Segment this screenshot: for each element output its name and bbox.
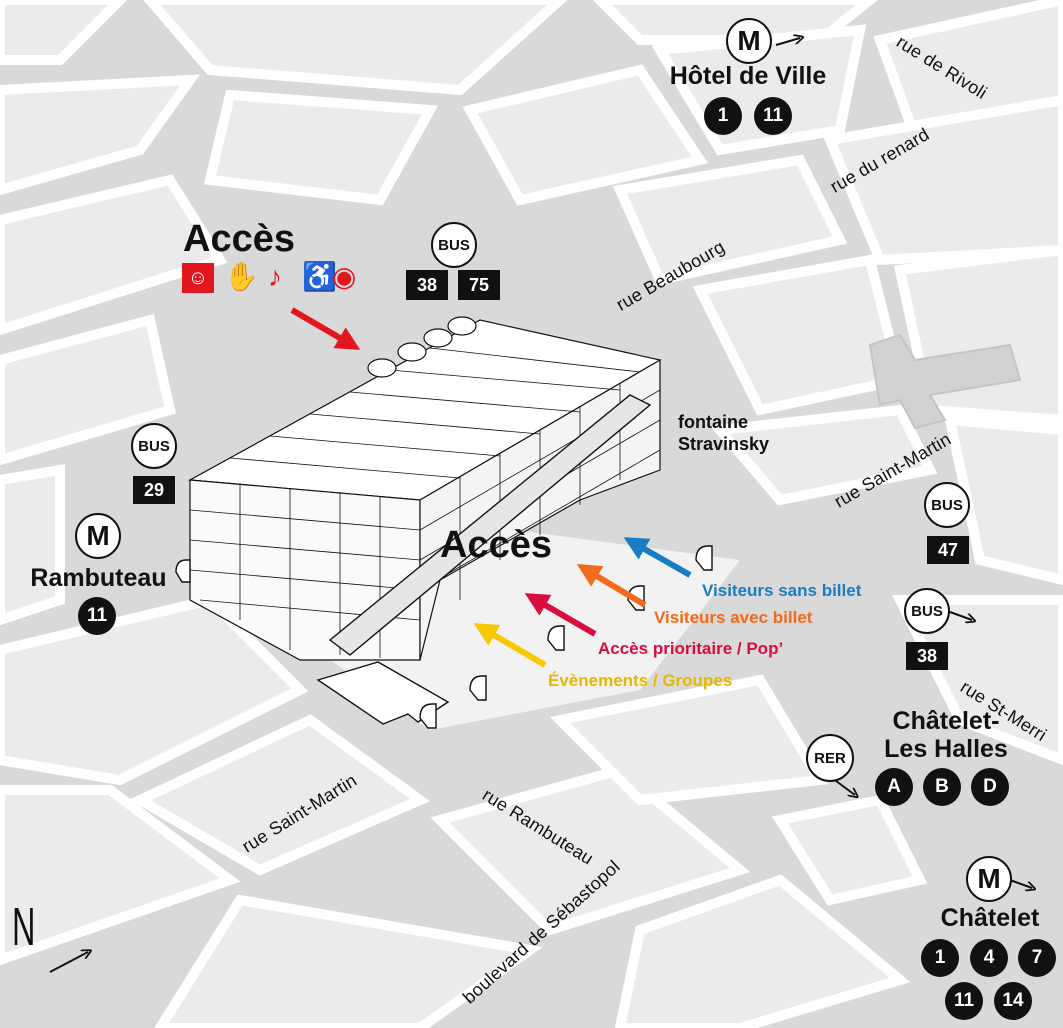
bus-line-badge: 38 <box>906 642 948 670</box>
landmark-line-1: fontaine <box>678 412 748 432</box>
bus-line-badge: 38 <box>406 270 448 300</box>
arrow-visitors-with-ticket <box>576 564 647 608</box>
hearing-impaired-icon: ♪ <box>268 261 282 292</box>
rer-icon: RER <box>806 734 854 782</box>
bus-line-badge: 47 <box>927 536 969 564</box>
station-hotel-de-ville: Hôtel de Ville <box>669 62 827 90</box>
bus-icon: BUS <box>924 482 970 528</box>
north-arrow-line <box>49 952 88 973</box>
bus-icon: BUS <box>131 423 177 469</box>
entrance-priority-access: Accès prioritaire / Pop’ <box>598 639 784 658</box>
north-access-title: Accès <box>183 218 295 260</box>
mental-disability-icon: ☺ <box>182 263 214 293</box>
bus-icon: BUS <box>431 222 477 268</box>
metro-line-badge: 7 <box>1018 939 1056 977</box>
arrow-visitors-without-ticket <box>623 537 692 578</box>
arrow-events-groups <box>473 623 547 668</box>
main-access-title: Accès <box>440 524 552 566</box>
bus-line-badge: 29 <box>133 476 175 504</box>
north-access-arrow <box>290 307 361 350</box>
visual-impaired-icon: ◉ <box>332 261 357 292</box>
station-chatelet: Châtelet <box>940 904 1040 932</box>
station-chatelet-les-halles: Châtelet- Les Halles <box>866 707 1026 763</box>
north-indicator: N <box>12 897 36 957</box>
bus-line-badge: 75 <box>458 270 500 300</box>
metro-icon: M <box>966 856 1012 902</box>
metro-line-badge: 11 <box>754 97 792 135</box>
rer-line-badge: A <box>875 768 913 806</box>
wheelchair-icon: ♿ <box>302 261 337 292</box>
rer-line-badge: D <box>971 768 1009 806</box>
station-name-line-2: Les Halles <box>884 734 1008 763</box>
station-rambuteau: Rambuteau <box>30 564 167 592</box>
metro-line-badge: 4 <box>970 939 1008 977</box>
station-name-line-1: Châtelet- <box>892 707 1000 735</box>
entrance-events-groups: Évènements / Groupes <box>548 671 733 690</box>
metro-line-badge: 14 <box>994 982 1032 1020</box>
bus-icon: BUS <box>904 588 950 634</box>
metro-icon: M <box>75 513 121 559</box>
metro-line-badge: 11 <box>945 982 983 1020</box>
arrow-priority-access <box>524 593 597 637</box>
sign-language-icon: ✋ <box>224 261 259 292</box>
church-saint-merri <box>868 333 1022 430</box>
metro-line-badge: 11 <box>78 597 116 635</box>
metro-line-badge: 1 <box>921 939 959 977</box>
entrance-visitors-without-ticket: Visiteurs sans billet <box>702 581 862 600</box>
entrance-visitors-with-ticket: Visiteurs avec billet <box>654 608 813 627</box>
landmark-line-2: Stravinsky <box>678 433 770 454</box>
rer-line-badge: B <box>923 768 961 806</box>
landmark-fontaine-stravinsky: fontaine Stravinsky <box>678 412 769 455</box>
metro-icon: M <box>726 18 772 64</box>
metro-line-badge: 1 <box>704 97 742 135</box>
